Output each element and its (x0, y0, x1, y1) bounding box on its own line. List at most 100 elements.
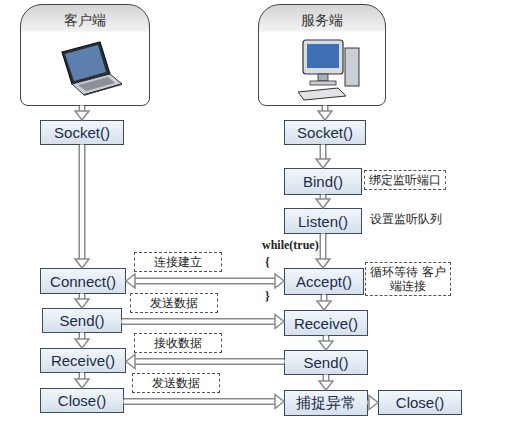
arrow-shaft (124, 398, 276, 405)
flow-arrow (75, 373, 89, 389)
node-text: Socket() (297, 124, 353, 141)
flow-arrow (316, 234, 330, 269)
node-text: Connect() (50, 273, 116, 290)
node-text: 客户端 (64, 12, 106, 30)
process-box: Send() (284, 350, 368, 375)
node-text: Close() (396, 394, 444, 411)
node-text: Socket() (54, 124, 110, 141)
arrow-shaft-inner (324, 336, 328, 343)
arrow-shaft-inner (80, 373, 84, 381)
node-text: Send() (303, 354, 348, 371)
arrow-shaft-inner (323, 106, 327, 113)
note-callout: 循环等待 客户端连接 (365, 262, 451, 296)
arrow-head (126, 355, 135, 369)
arrow-shaft-inner (124, 400, 277, 404)
arrow-shaft (368, 399, 370, 406)
arrow-head (317, 301, 331, 310)
arrow-shaft (79, 106, 86, 112)
process-box: Close() (378, 390, 462, 415)
arrow-shaft (323, 375, 330, 382)
node-text: Accept() (296, 273, 352, 290)
arrow-head (75, 259, 89, 268)
process-box: Send() (42, 308, 122, 333)
arrow-head (318, 111, 332, 120)
arrow-shaft (320, 234, 327, 260)
node-text: 服务端 (301, 12, 343, 30)
node-text: Receive() (294, 315, 358, 332)
arrow-shaft-inner (321, 195, 325, 201)
arrow-shaft-inner (368, 401, 371, 405)
arrow-head (316, 259, 330, 268)
arrow-shaft (134, 278, 276, 285)
arrow-head (275, 395, 284, 409)
arrow-shaft (320, 145, 327, 160)
arrow-shaft-inner (80, 106, 84, 113)
arrow-shaft-inner (80, 333, 84, 341)
arrow-shaft-inner (134, 279, 277, 283)
arrow-shaft-inner (134, 360, 285, 364)
arrow-shaft (79, 333, 86, 340)
arrow-shaft-inner (122, 320, 277, 324)
flow-arrow (319, 375, 333, 391)
arrow-head (319, 341, 333, 350)
edge-label: 接收数据 (134, 333, 222, 353)
arrow-shaft (322, 106, 329, 112)
arrow-head (75, 111, 89, 120)
edge-label: 发送数据 (132, 373, 220, 393)
arrow-shaft-inner (321, 234, 325, 261)
arrow-shaft-inner (321, 145, 325, 161)
arrow-head (275, 274, 284, 288)
arrow-head (316, 199, 330, 208)
node-text: Close() (58, 392, 106, 409)
flow-arrow (316, 145, 330, 169)
node-text: Send() (59, 312, 104, 329)
process-box: Connect() (40, 268, 126, 294)
arrow-shaft (134, 358, 284, 365)
flow-arrow (75, 333, 89, 349)
process-box: 捕捉异常 (284, 390, 368, 416)
process-box: Socket() (284, 120, 366, 145)
arrow-shaft-inner (322, 295, 326, 303)
flow-arrow (318, 106, 332, 121)
code-text: } (265, 288, 277, 304)
edge-label: 连接建立 (134, 252, 222, 272)
arrow-shaft (79, 145, 86, 260)
process-box: Accept() (284, 268, 364, 295)
node-text: Receive() (51, 352, 115, 369)
node-text: Listen() (298, 213, 348, 230)
arrow-shaft (79, 373, 86, 380)
arrow-head (126, 274, 135, 288)
code-text: while(true) (262, 238, 332, 252)
flow-arrow (126, 274, 284, 288)
flow-arrow (316, 195, 330, 209)
node-text: 捕捉异常 (296, 394, 356, 413)
flow-arrow (319, 336, 333, 351)
arrow-head (275, 315, 284, 329)
arrow-shaft (79, 294, 86, 300)
edge-label: 发送数据 (130, 293, 218, 313)
note-text: 设置监听队列 (366, 210, 446, 228)
arrow-head (75, 379, 89, 388)
flow-arrow (75, 294, 89, 309)
note-callout: 绑定监听端口 (364, 170, 446, 190)
flow-arrow (126, 355, 285, 369)
process-box: Socket() (40, 120, 124, 145)
arrow-shaft-inner (80, 145, 84, 261)
flow-arrow (124, 395, 285, 409)
process-box: Close() (40, 388, 124, 413)
arrow-head (369, 396, 378, 410)
arrow-shaft (323, 336, 330, 342)
flow-arrow (122, 315, 285, 329)
endpoint-header: 服务端 (258, 4, 386, 106)
flow-arrow (75, 145, 89, 269)
process-box: Receive() (284, 310, 368, 336)
arrow-head (75, 299, 89, 308)
flow-arrow (75, 106, 89, 121)
arrow-shaft (122, 318, 276, 325)
arrow-shaft (320, 195, 327, 200)
flow-arrow (368, 396, 379, 410)
arrow-shaft (321, 295, 328, 302)
arrow-head (75, 339, 89, 348)
process-box: Receive() (40, 348, 126, 373)
